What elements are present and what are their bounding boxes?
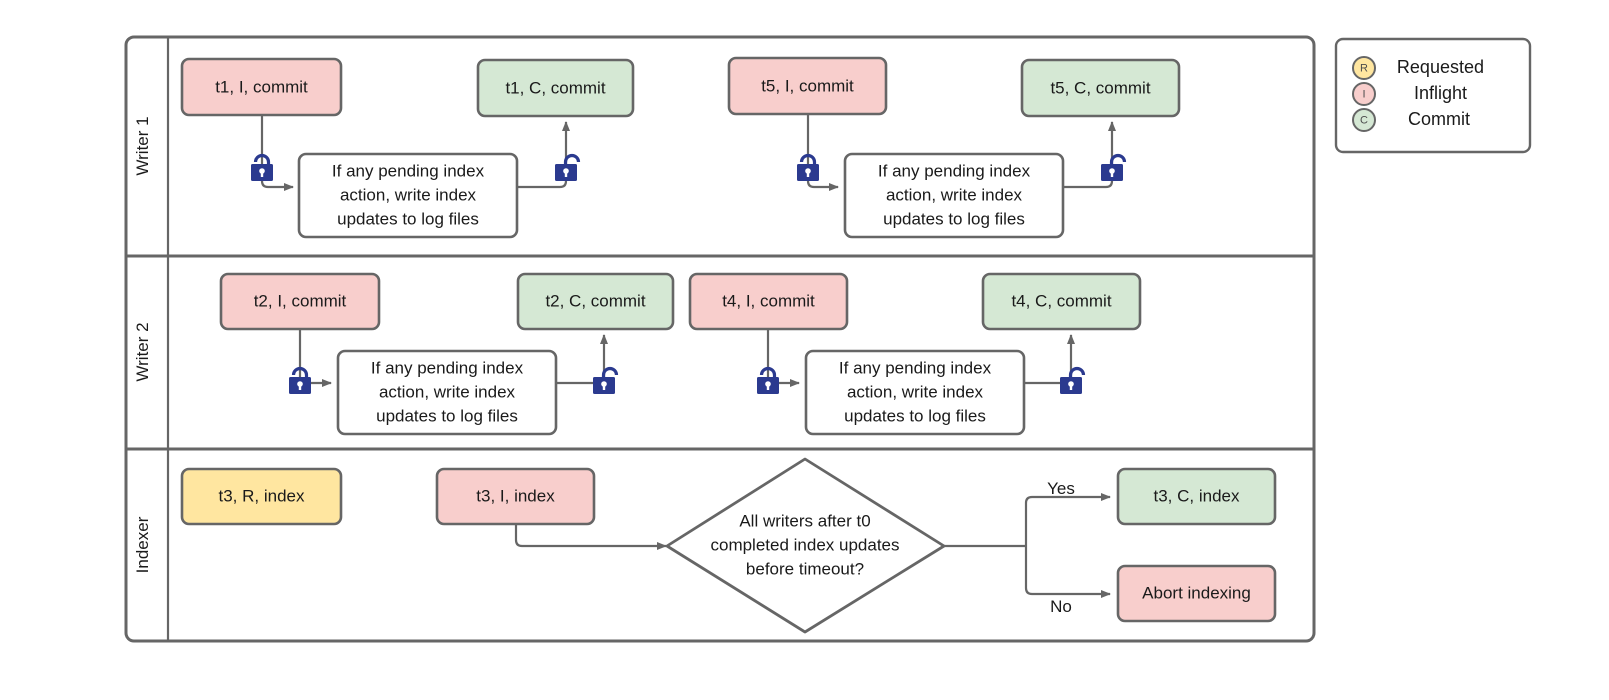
decision-diamond: [665, 457, 946, 634]
node-w1-t1-commit[interactable]: t1, C, commit: [476, 58, 635, 118]
edge-label-yes: Yes: [1047, 479, 1075, 498]
lock-open-icon: [555, 153, 581, 181]
lane-label-writer-1: Writer 1: [133, 116, 152, 175]
node-label: t5, I, commit: [761, 76, 854, 95]
node-w1-process-1[interactable]: If any pending index action, write index…: [297, 152, 519, 239]
edge-w1-process-to-t5-commit: [1063, 121, 1116, 189]
node-box: [180, 467, 343, 526]
node-box: [219, 272, 381, 331]
node-label: t2, C, commit: [545, 291, 645, 310]
node-w2-process-1[interactable]: If any pending index action, write index…: [336, 349, 558, 436]
lock-closed-icon: [289, 366, 311, 394]
legend-swatch-commit: [1352, 108, 1376, 132]
lock-closed-icon: [797, 153, 819, 181]
process-line-1: If any pending index: [371, 358, 524, 377]
process-line-2: action, write index: [847, 382, 984, 401]
node-label: Abort indexing: [1142, 583, 1251, 602]
process-line-1: If any pending index: [839, 358, 992, 377]
lock-open-icon: [1101, 153, 1127, 181]
node-w1-t5-inflight[interactable]: t5, I, commit: [727, 56, 888, 116]
node-w2-t4-commit[interactable]: t4, C, commit: [981, 272, 1142, 331]
node-box: [804, 349, 1026, 436]
node-idx-abort[interactable]: Abort indexing: [1116, 564, 1277, 623]
process-line-3: updates to log files: [337, 209, 479, 228]
node-idx-t3-inflight[interactable]: t3, I, index: [435, 467, 596, 526]
decision-line-2: completed index updates: [710, 535, 899, 554]
lane-label-writer-2: Writer 2: [133, 322, 152, 381]
legend-letter-requested: R: [1360, 62, 1368, 74]
node-label: t3, C, index: [1154, 486, 1240, 505]
lane-label-text: Writer 1: [133, 116, 152, 175]
node-label: t4, C, commit: [1011, 291, 1111, 310]
process-line-2: action, write index: [379, 382, 516, 401]
node-label: t3, I, index: [476, 486, 555, 505]
node-box: [336, 349, 558, 436]
node-box: [435, 467, 596, 526]
node-box: [727, 56, 888, 116]
lock-closed-icon: [251, 153, 273, 181]
node-box: [297, 152, 519, 239]
legend-border: [1334, 37, 1532, 154]
legend-label-inflight: Inflight: [1414, 83, 1467, 103]
node-w2-t2-inflight[interactable]: t2, I, commit: [219, 272, 381, 331]
edge-w1-t1-inflight-to-process: [260, 115, 294, 191]
node-w2-t4-inflight[interactable]: t4, I, commit: [688, 272, 849, 331]
node-box: [1116, 467, 1277, 526]
legend-item-commit: C Commit: [1352, 108, 1470, 132]
edge-w1-t5-inflight-to-process: [806, 114, 839, 191]
edge-idx-inflight-to-decision: [514, 524, 667, 550]
node-label: t4, I, commit: [722, 291, 815, 310]
node-box: [981, 272, 1142, 331]
node-w1-t5-commit[interactable]: t5, C, commit: [1020, 58, 1181, 118]
legend-letter-commit: C: [1360, 114, 1368, 126]
decision-line-1: All writers after t0: [739, 511, 870, 530]
node-label: t1, C, commit: [505, 78, 605, 97]
lane-label-text: Writer 2: [133, 322, 152, 381]
edge-decision-no: [1024, 546, 1111, 598]
legend: R Requested I Inflight C Commit: [1334, 37, 1532, 154]
lock-closed-icon: [757, 366, 779, 394]
legend-swatch-requested: [1352, 56, 1376, 80]
lane-label-indexer: Indexer: [133, 516, 152, 573]
node-w1-t1-inflight[interactable]: t1, I, commit: [180, 57, 343, 117]
node-idx-t3-requested[interactable]: t3, R, index: [180, 467, 343, 526]
node-box: [476, 58, 635, 118]
process-line-3: updates to log files: [883, 209, 1025, 228]
lock-open-icon: [1060, 366, 1086, 394]
node-idx-decision[interactable]: All writers after t0 completed index upd…: [665, 457, 946, 634]
legend-label-commit: Commit: [1408, 109, 1470, 129]
node-box: [1020, 58, 1181, 118]
lock-open-icon: [593, 366, 619, 394]
edge-label-no: No: [1050, 597, 1072, 616]
decision-line-3: before timeout?: [746, 559, 864, 578]
lane-label-text: Indexer: [133, 516, 152, 573]
edge-decision-yes: [1024, 493, 1111, 546]
legend-letter-inflight: I: [1362, 88, 1365, 100]
process-line-1: If any pending index: [332, 161, 485, 180]
legend-item-requested: R Requested: [1352, 56, 1484, 80]
node-label: t3, R, index: [219, 486, 305, 505]
node-box: [516, 272, 675, 331]
node-box: [180, 57, 343, 117]
node-label: t2, I, commit: [254, 291, 347, 310]
node-label: t5, C, commit: [1050, 78, 1150, 97]
process-line-3: updates to log files: [844, 406, 986, 425]
process-line-2: action, write index: [886, 185, 1023, 204]
node-w2-process-2[interactable]: If any pending index action, write index…: [804, 349, 1026, 436]
legend-label-requested: Requested: [1397, 57, 1484, 77]
process-line-2: action, write index: [340, 185, 477, 204]
node-w1-process-2[interactable]: If any pending index action, write index…: [843, 152, 1065, 239]
edge-w1-process-to-t1-commit: [518, 121, 570, 189]
node-w2-t2-commit[interactable]: t2, C, commit: [516, 272, 675, 331]
node-box: [688, 272, 849, 331]
legend-item-inflight: I Inflight: [1352, 82, 1467, 106]
node-box: [843, 152, 1065, 239]
node-label: t1, I, commit: [215, 77, 308, 96]
node-idx-t3-commit[interactable]: t3, C, index: [1116, 467, 1277, 526]
node-box: [1116, 564, 1277, 623]
legend-swatch-inflight: [1352, 82, 1376, 106]
process-line-1: If any pending index: [878, 161, 1031, 180]
process-line-3: updates to log files: [376, 406, 518, 425]
